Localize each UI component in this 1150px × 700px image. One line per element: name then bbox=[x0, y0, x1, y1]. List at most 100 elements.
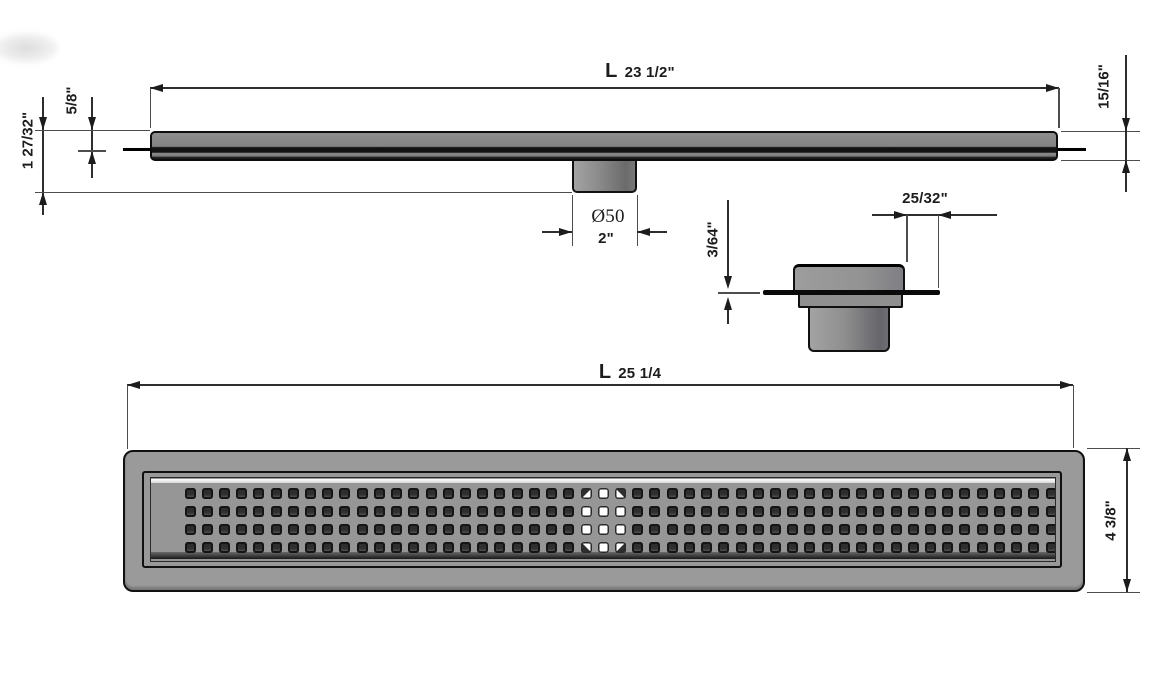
grate-hole bbox=[511, 523, 523, 535]
grate-hole bbox=[1011, 541, 1023, 553]
grate-hole bbox=[391, 487, 403, 499]
grate-hole-open bbox=[615, 487, 626, 499]
grate-hole bbox=[907, 487, 919, 499]
dim-line bbox=[727, 310, 729, 324]
grate-hole bbox=[201, 487, 213, 499]
dim-arrow bbox=[39, 192, 47, 205]
grate-hole bbox=[270, 523, 282, 535]
grate-hole bbox=[873, 523, 885, 535]
grate-hole bbox=[511, 505, 523, 517]
watermark-smudge bbox=[0, 33, 58, 63]
dim-line bbox=[150, 87, 1059, 89]
grate-hole bbox=[1011, 505, 1023, 517]
extension-line bbox=[1072, 385, 1074, 448]
grate-hole bbox=[218, 487, 230, 499]
grate-hole bbox=[787, 541, 799, 553]
grate-hole bbox=[718, 541, 730, 553]
grate-hole bbox=[356, 541, 368, 553]
dim-arrow bbox=[1123, 579, 1131, 592]
dim-line bbox=[872, 214, 997, 216]
grate-hole bbox=[890, 523, 902, 535]
grate-hole bbox=[253, 487, 265, 499]
grate-hole bbox=[942, 541, 954, 553]
extension-line bbox=[35, 129, 150, 131]
grate-hole bbox=[270, 505, 282, 517]
grate-hole-open bbox=[580, 541, 592, 553]
grate-hole bbox=[735, 541, 747, 553]
grate-hole bbox=[1028, 487, 1040, 499]
grate-hole bbox=[287, 523, 299, 535]
grate-hole bbox=[528, 505, 540, 517]
grate-hole bbox=[752, 523, 764, 535]
dim-arrow bbox=[127, 381, 140, 389]
grate-hole bbox=[494, 541, 506, 553]
grate-hole bbox=[528, 541, 540, 553]
grate-hole bbox=[632, 541, 644, 553]
extension-line bbox=[126, 385, 128, 449]
grate-hole bbox=[236, 541, 248, 553]
grate-hole bbox=[683, 523, 695, 535]
extension-line bbox=[571, 195, 573, 246]
grate-hole bbox=[632, 523, 644, 535]
grate-hole bbox=[838, 505, 850, 517]
grate-hole bbox=[287, 541, 299, 553]
grate-hole bbox=[322, 505, 334, 517]
grate-hole-open bbox=[580, 487, 592, 499]
grate-hole bbox=[425, 523, 437, 535]
grate-hole bbox=[201, 541, 213, 553]
grate-hole bbox=[322, 541, 334, 553]
extension-tick bbox=[78, 150, 106, 152]
grate-hole bbox=[442, 505, 454, 517]
grate-hole bbox=[373, 487, 385, 499]
dim-arrow bbox=[39, 117, 47, 130]
grate-hole bbox=[511, 541, 523, 553]
grate-hole-open bbox=[597, 541, 609, 553]
grate-hole bbox=[993, 505, 1005, 517]
length-value: 23 1/2" bbox=[624, 64, 675, 81]
extension-line bbox=[937, 215, 939, 288]
dim-arrow bbox=[88, 117, 96, 130]
grate-hole bbox=[666, 487, 678, 499]
grate-hole bbox=[683, 487, 695, 499]
side-flange-end bbox=[763, 290, 940, 295]
grate-hole bbox=[701, 541, 713, 553]
dim-label-width-plan: 4 3/8" bbox=[1102, 500, 1120, 541]
grate-hole bbox=[546, 523, 558, 535]
grate-hole bbox=[253, 523, 265, 535]
grate-hole bbox=[873, 487, 885, 499]
grate-hole bbox=[236, 487, 248, 499]
grate-hole bbox=[391, 505, 403, 517]
grate-hole bbox=[270, 541, 282, 553]
extension-line bbox=[1087, 591, 1140, 593]
dim-arrow bbox=[1123, 448, 1131, 461]
grate-hole bbox=[305, 487, 317, 499]
dim-arrow bbox=[1122, 160, 1130, 173]
grate-hole bbox=[976, 505, 988, 517]
grate-hole bbox=[924, 505, 936, 517]
grate-hole bbox=[838, 541, 850, 553]
grate-hole bbox=[821, 505, 833, 517]
grate-hole bbox=[528, 523, 540, 535]
dim-arrow bbox=[150, 84, 163, 92]
dim-arrow bbox=[724, 276, 732, 289]
grate-hole bbox=[649, 487, 661, 499]
grate-hole bbox=[1045, 541, 1055, 553]
grate-hole bbox=[735, 487, 747, 499]
grate-hole bbox=[425, 487, 437, 499]
grate-hole bbox=[856, 505, 868, 517]
grate-hole bbox=[511, 487, 523, 499]
grate-hole bbox=[856, 523, 868, 535]
extension-line bbox=[636, 195, 638, 246]
grate-hole bbox=[890, 487, 902, 499]
grate-hole bbox=[391, 541, 403, 553]
grate-hole bbox=[425, 541, 437, 553]
length-prefix: L bbox=[598, 361, 612, 383]
grate-hole bbox=[184, 523, 196, 535]
grate-hole bbox=[494, 523, 506, 535]
grate-hole bbox=[546, 541, 558, 553]
grate-hole bbox=[460, 505, 472, 517]
dim-line bbox=[42, 97, 44, 215]
grate-hole bbox=[477, 505, 489, 517]
grate-hole bbox=[752, 487, 764, 499]
grate-hole bbox=[666, 505, 678, 517]
